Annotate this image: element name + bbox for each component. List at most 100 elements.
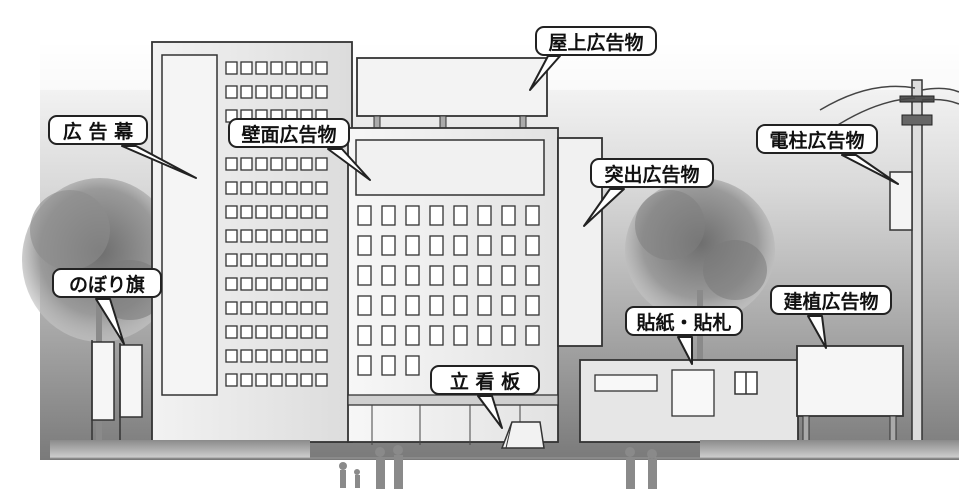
window-center-building xyxy=(525,235,540,256)
window-tall-building xyxy=(285,181,298,195)
window-tall-building xyxy=(300,349,313,363)
window-tall-building xyxy=(315,277,328,291)
window-tall-building xyxy=(270,325,283,339)
window-tall-building xyxy=(300,61,313,75)
window-tall-building xyxy=(255,205,268,219)
window-center-building xyxy=(405,355,420,376)
window-tall-building xyxy=(240,301,253,315)
label-a-frame-sign: 立 看 板 xyxy=(430,365,540,395)
window-center-building xyxy=(453,205,468,226)
low-building-right xyxy=(579,359,799,443)
window-tall-building xyxy=(315,373,328,387)
window-tall-building xyxy=(225,349,238,363)
window-center-building xyxy=(357,265,372,286)
window-center-building xyxy=(381,235,396,256)
window-tall-building xyxy=(315,85,328,99)
posted-bill-wide xyxy=(594,374,658,392)
window-tall-building xyxy=(285,229,298,243)
window-tall-building xyxy=(225,157,238,171)
window-tall-building xyxy=(270,61,283,75)
window-tall-building xyxy=(270,301,283,315)
center-building xyxy=(347,127,559,445)
window-tall-building xyxy=(255,277,268,291)
window-center-building xyxy=(429,235,444,256)
window-center-building xyxy=(381,355,396,376)
window-tall-building xyxy=(300,301,313,315)
window-center-building xyxy=(501,265,516,286)
window-tall-building xyxy=(225,181,238,195)
nobori-flags xyxy=(91,340,143,445)
window-center-building xyxy=(477,265,492,286)
window-center-building xyxy=(525,325,540,346)
pointer-rooftop xyxy=(529,55,561,91)
window-tall-building xyxy=(240,85,253,99)
window-tall-building xyxy=(270,349,283,363)
window-tall-building xyxy=(285,301,298,315)
window-tall-building xyxy=(255,373,268,387)
window-center-building xyxy=(429,205,444,226)
pointer-bills xyxy=(677,336,693,365)
window-tall-building xyxy=(315,61,328,75)
window-tall-building xyxy=(270,157,283,171)
window-tall-building xyxy=(240,349,253,363)
window-center-building xyxy=(525,265,540,286)
vertical-banner xyxy=(161,54,218,396)
window-tall-building xyxy=(300,157,313,171)
hedge-left xyxy=(50,440,310,458)
window-center-building xyxy=(501,235,516,256)
label-advertising-banner: 広 告 幕 xyxy=(48,115,148,145)
window-center-building xyxy=(405,205,420,226)
window-center-building xyxy=(381,325,396,346)
window-tall-building xyxy=(240,181,253,195)
a-frame-sign xyxy=(500,421,545,449)
window-tall-building xyxy=(255,157,268,171)
window-center-building xyxy=(477,325,492,346)
window-tall-building xyxy=(240,373,253,387)
window-tall-building xyxy=(225,229,238,243)
label-posted-bills: 貼紙・貼札 xyxy=(625,306,743,336)
label-nobori-flag: のぼり旗 xyxy=(52,268,162,298)
window-center-building xyxy=(501,205,516,226)
window-tall-building xyxy=(225,277,238,291)
window-center-building xyxy=(453,265,468,286)
window-center-building xyxy=(357,205,372,226)
pointer-banner xyxy=(121,145,197,179)
window-center-building xyxy=(453,295,468,316)
window-tall-building xyxy=(225,325,238,339)
window-tall-building xyxy=(270,181,283,195)
window-tall-building xyxy=(300,253,313,267)
pedestrians-right xyxy=(625,447,657,489)
pointer-nobori xyxy=(95,298,125,345)
window-center-building xyxy=(501,295,516,316)
window-tall-building xyxy=(225,205,238,219)
window-tall-building xyxy=(315,349,328,363)
window-tall-building xyxy=(255,325,268,339)
rooftop-billboard xyxy=(356,57,548,129)
label-utility-pole-sign: 電柱広告物 xyxy=(756,124,878,154)
window-center-building xyxy=(477,205,492,226)
window-tall-building xyxy=(285,373,298,387)
hedge-right xyxy=(700,440,959,458)
window-tall-building xyxy=(285,61,298,75)
window-center-building xyxy=(525,295,540,316)
window-tall-building xyxy=(270,205,283,219)
window-center-building xyxy=(357,325,372,346)
window-tall-building xyxy=(240,61,253,75)
window-center-building xyxy=(381,205,396,226)
window-tall-building xyxy=(240,277,253,291)
window-center-building xyxy=(357,235,372,256)
window-center-building xyxy=(429,295,444,316)
pole-sign xyxy=(889,171,913,231)
window-center-building xyxy=(453,325,468,346)
window-tall-building xyxy=(315,157,328,171)
window-tall-building xyxy=(300,277,313,291)
window-tall-building xyxy=(285,253,298,267)
window-center-building xyxy=(405,325,420,346)
window-tall-building xyxy=(240,253,253,267)
window-tall-building xyxy=(240,229,253,243)
pedestrians-center xyxy=(339,445,403,489)
window-tall-building xyxy=(315,253,328,267)
label-rooftop-sign: 屋上広告物 xyxy=(535,26,657,56)
